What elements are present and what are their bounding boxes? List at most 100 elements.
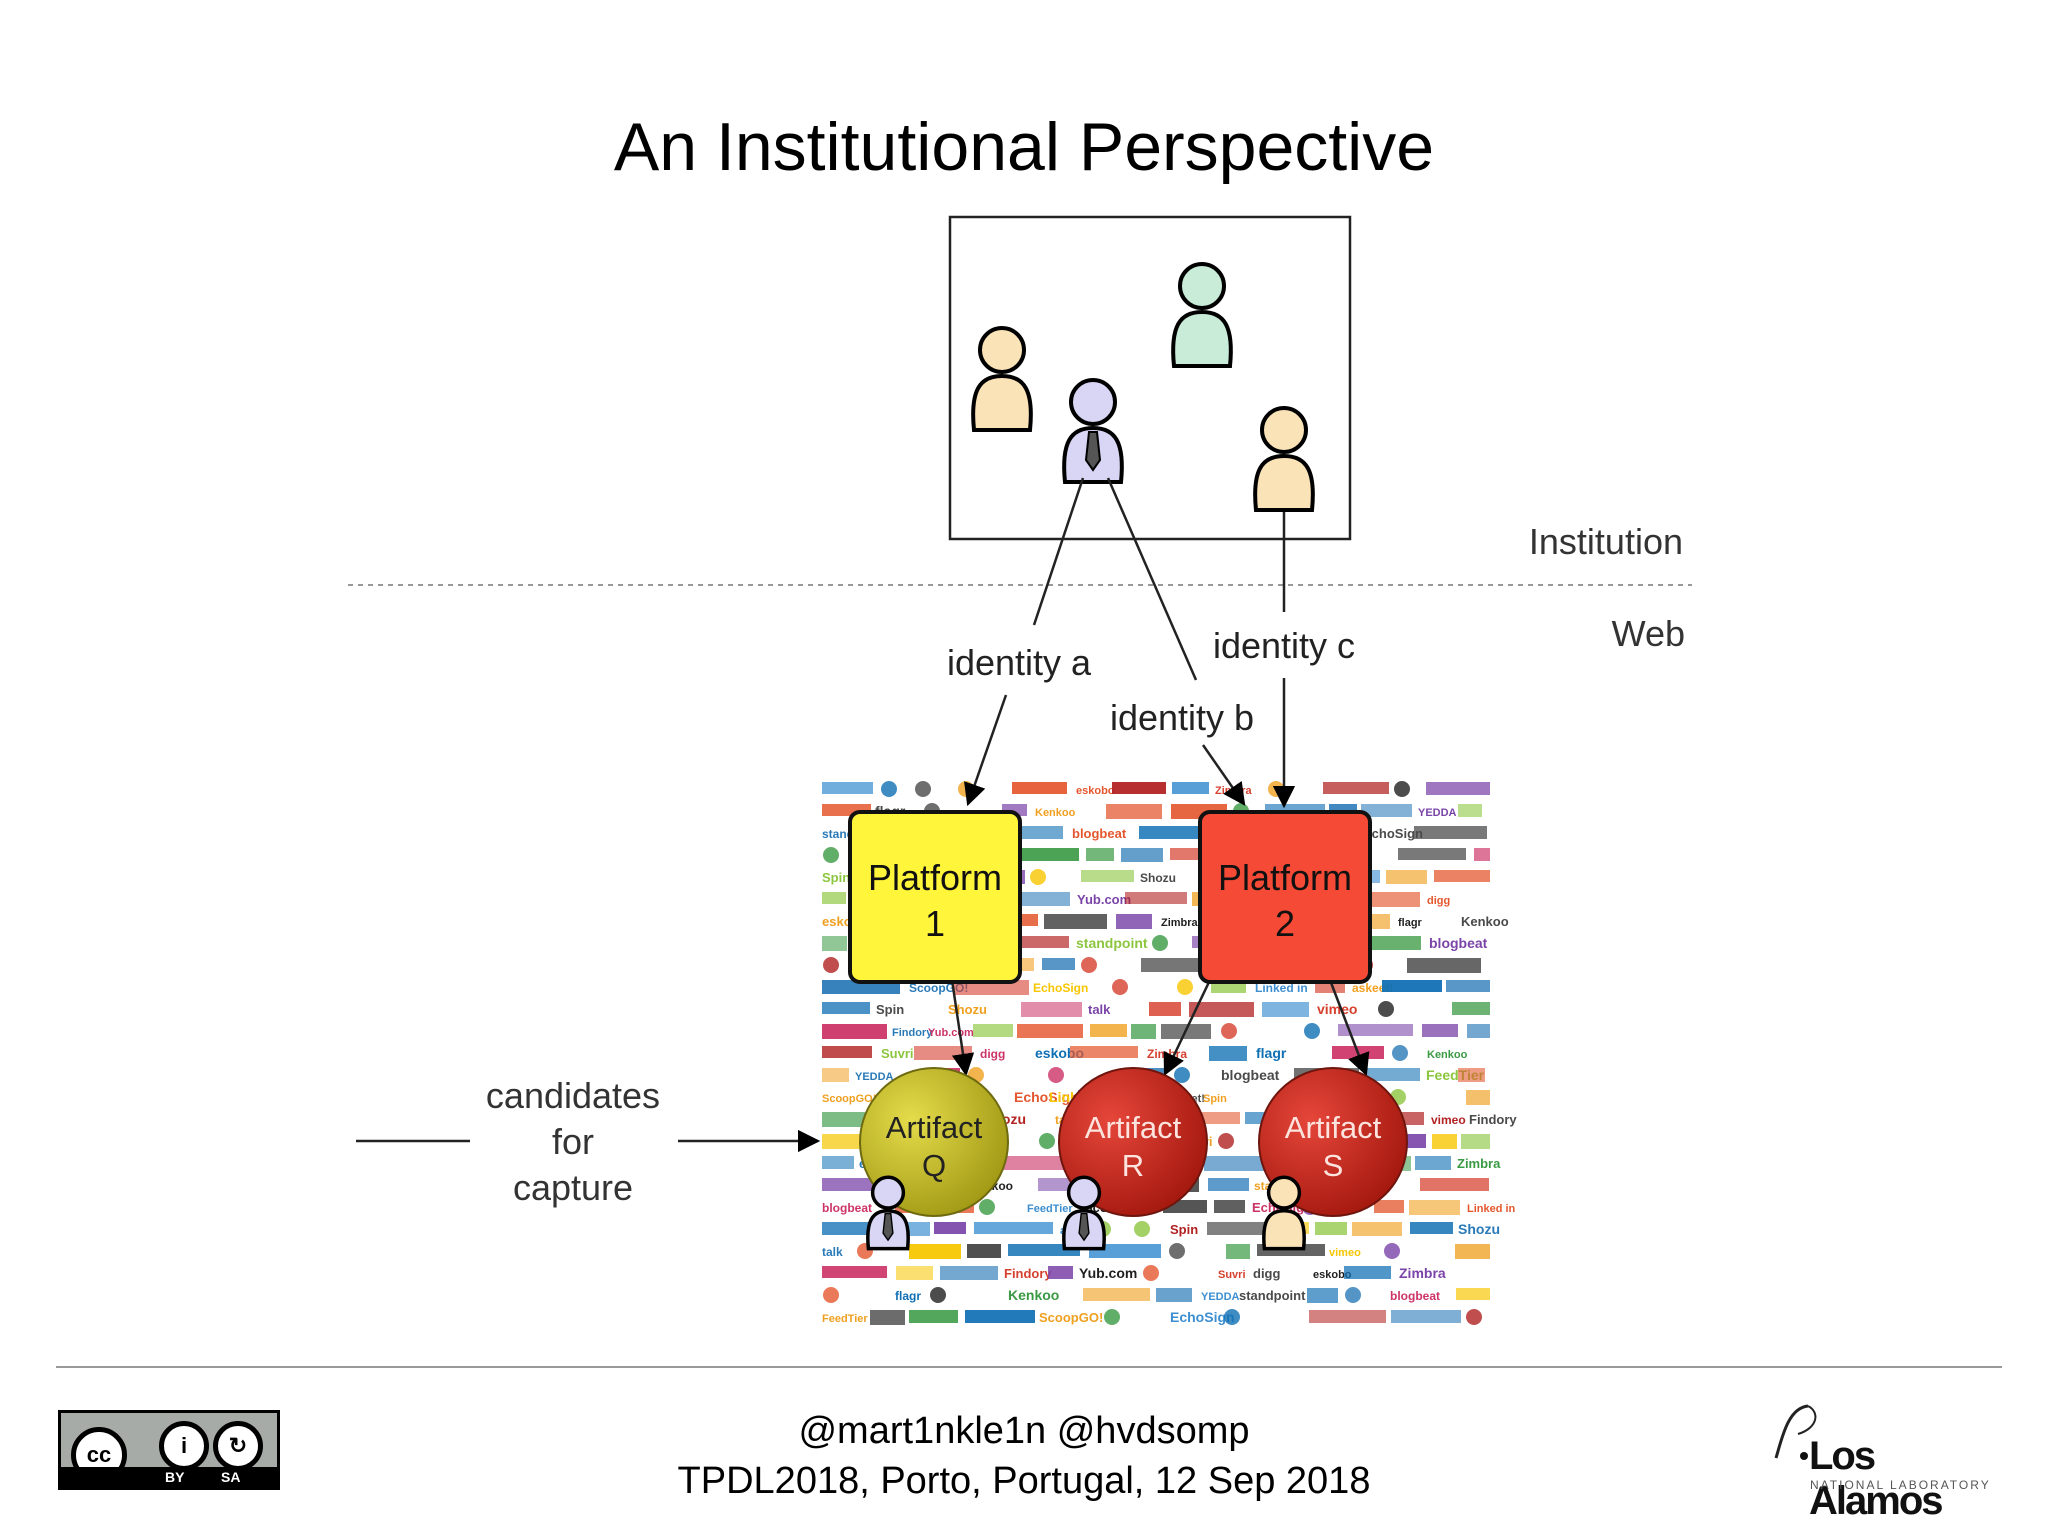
collage-logo-tile [1352,1222,1402,1236]
collage-logo-dot [823,957,839,973]
collage-logo-tile [1262,1002,1309,1017]
collage-logo-dot [1134,1221,1150,1237]
collage-logo-word: blogbeat [1072,826,1127,841]
collage-logo-tile [1434,870,1490,882]
collage-logo-tile [1458,1068,1485,1082]
collage-logo-tile [1044,914,1107,929]
collage-logo-word: Linked in [1255,981,1308,995]
collage-logo-word: Suvri [1218,1269,1246,1281]
collage-logo-dot [1224,1309,1240,1325]
collage-logo-tile [967,1244,1001,1258]
collage-logo-dot [1304,1023,1320,1039]
collage-logo-word: Zimbra [1147,1047,1187,1061]
collage-logo-tile [822,1178,886,1191]
collage-logo-word: blogbeat [1390,1289,1440,1303]
cc-sa-label: SA [221,1469,241,1485]
collage-logo-word: talk [1088,1002,1111,1017]
collage-logo-word: Findory [892,1027,933,1039]
collage-logo-tile [1452,1002,1490,1015]
collage-logo-tile [822,892,846,904]
collage-logo-tile [1455,1244,1490,1259]
collage-logo-tile [1398,848,1466,860]
footer-divider [56,1366,2002,1368]
collage-logo-tile [1008,936,1069,948]
collage-logo-tile [1208,1178,1249,1191]
collage-logo-word: Yub.com [1079,1265,1137,1281]
collage-logo-tile [1048,1266,1073,1279]
lanl-swoosh-icon [1774,1404,1817,1460]
collage-logo-tile [909,1310,958,1323]
collage-logo-word: talk [822,1245,843,1259]
person-icon-owner-q [866,1175,910,1251]
collage-logo-tile [1121,848,1163,862]
collage-logo-word: flagr [1256,1045,1287,1061]
collage-logo-tile [1008,1244,1080,1256]
collage-logo-dot [915,781,931,797]
collage-logo-tile [1420,1178,1489,1191]
collage-logo-tile [1344,1266,1391,1279]
collage-logo-tile [1125,892,1187,904]
collage-logo-tile [822,1046,872,1058]
collage-logo-word: YEDDA [855,1071,894,1083]
collage-logo-word: ScoopGO! [822,1093,876,1105]
svg-text:Platform: Platform [1218,857,1352,898]
collage-logo-word: Spin [1170,1222,1198,1237]
person-icon-green [1171,262,1233,368]
collage-logo-word: flagr [1398,917,1423,929]
svg-text:Platform: Platform [868,857,1002,898]
collage-logo-tile [1382,980,1442,992]
collage-logo-tile [965,1310,1035,1323]
collage-logo-dot [979,1199,995,1215]
collage-logo-tile [997,1156,1070,1170]
collage-logo-tile [909,1244,961,1259]
collage-logo-tile [870,1310,905,1325]
artifact-s: Artifact S [1258,1067,1408,1217]
collage-logo-tile [1083,1288,1150,1301]
identity-a-label: identity a [947,642,1092,683]
collage-logo-word: Zimbra [1399,1265,1446,1281]
collage-logo-word: Suvri [881,1046,914,1061]
collage-logo-dot [1394,781,1410,797]
collage-logo-dot [1345,1287,1361,1303]
collage-logo-dot [1174,1067,1190,1083]
collage-logo-tile [1409,1200,1460,1215]
collage-logo-tile [1466,1090,1490,1105]
collage-logo-dot [1218,1133,1234,1149]
collage-logo-dot [1143,1265,1159,1281]
collage-logo-dot [1169,1243,1185,1259]
collage-logo-word: Shozu [1140,871,1176,885]
collage-logo-tile [1446,980,1490,992]
collage-logo-tile [1414,826,1487,839]
collage-logo-tile [1467,1024,1490,1038]
collage-logo-word: YEDDA [1201,1291,1240,1303]
collage-logo-tile [1090,1024,1127,1037]
person-icon-suit-center [1062,378,1124,484]
collage-logo-tile [822,1112,865,1127]
collage-logo-tile [1315,1222,1347,1235]
collage-logo-tile [973,1024,1013,1037]
svg-text:Artifact: Artifact [1085,1110,1182,1145]
collage-logo-dot [1466,1309,1482,1325]
collage-logo-word: Zimbra [1457,1156,1501,1171]
svg-text:1: 1 [925,903,945,944]
collage-logo-tile [1017,1024,1083,1038]
collage-logo-tile [1386,870,1427,884]
collage-logo-word: Kenkoo [1035,807,1076,819]
collage-logo-tile [1172,782,1209,794]
collage-logo-word: flagr [895,1289,921,1303]
collage-logo-tile [1112,782,1166,794]
collage-logo-tile [822,936,847,951]
collage-logo-tile [1456,1288,1490,1300]
collage-logo-tile [822,1156,854,1169]
collage-logo-tile [822,782,873,794]
collage-logo-dot [1392,1045,1408,1061]
collage-logo-word: standpoint [1239,1288,1306,1303]
lanl-subtitle: NATIONAL LABORATORY [1810,1478,1991,1492]
collage-logo-word: blogbeat [1221,1067,1280,1083]
collage-logo-word: eskobo [1313,1269,1352,1281]
collage-logo-tile [896,1266,933,1280]
svg-text:capture: capture [513,1167,633,1208]
collage-logo-tile [1214,1200,1245,1213]
collage-logo-word: Kenkoo [1008,1287,1059,1303]
